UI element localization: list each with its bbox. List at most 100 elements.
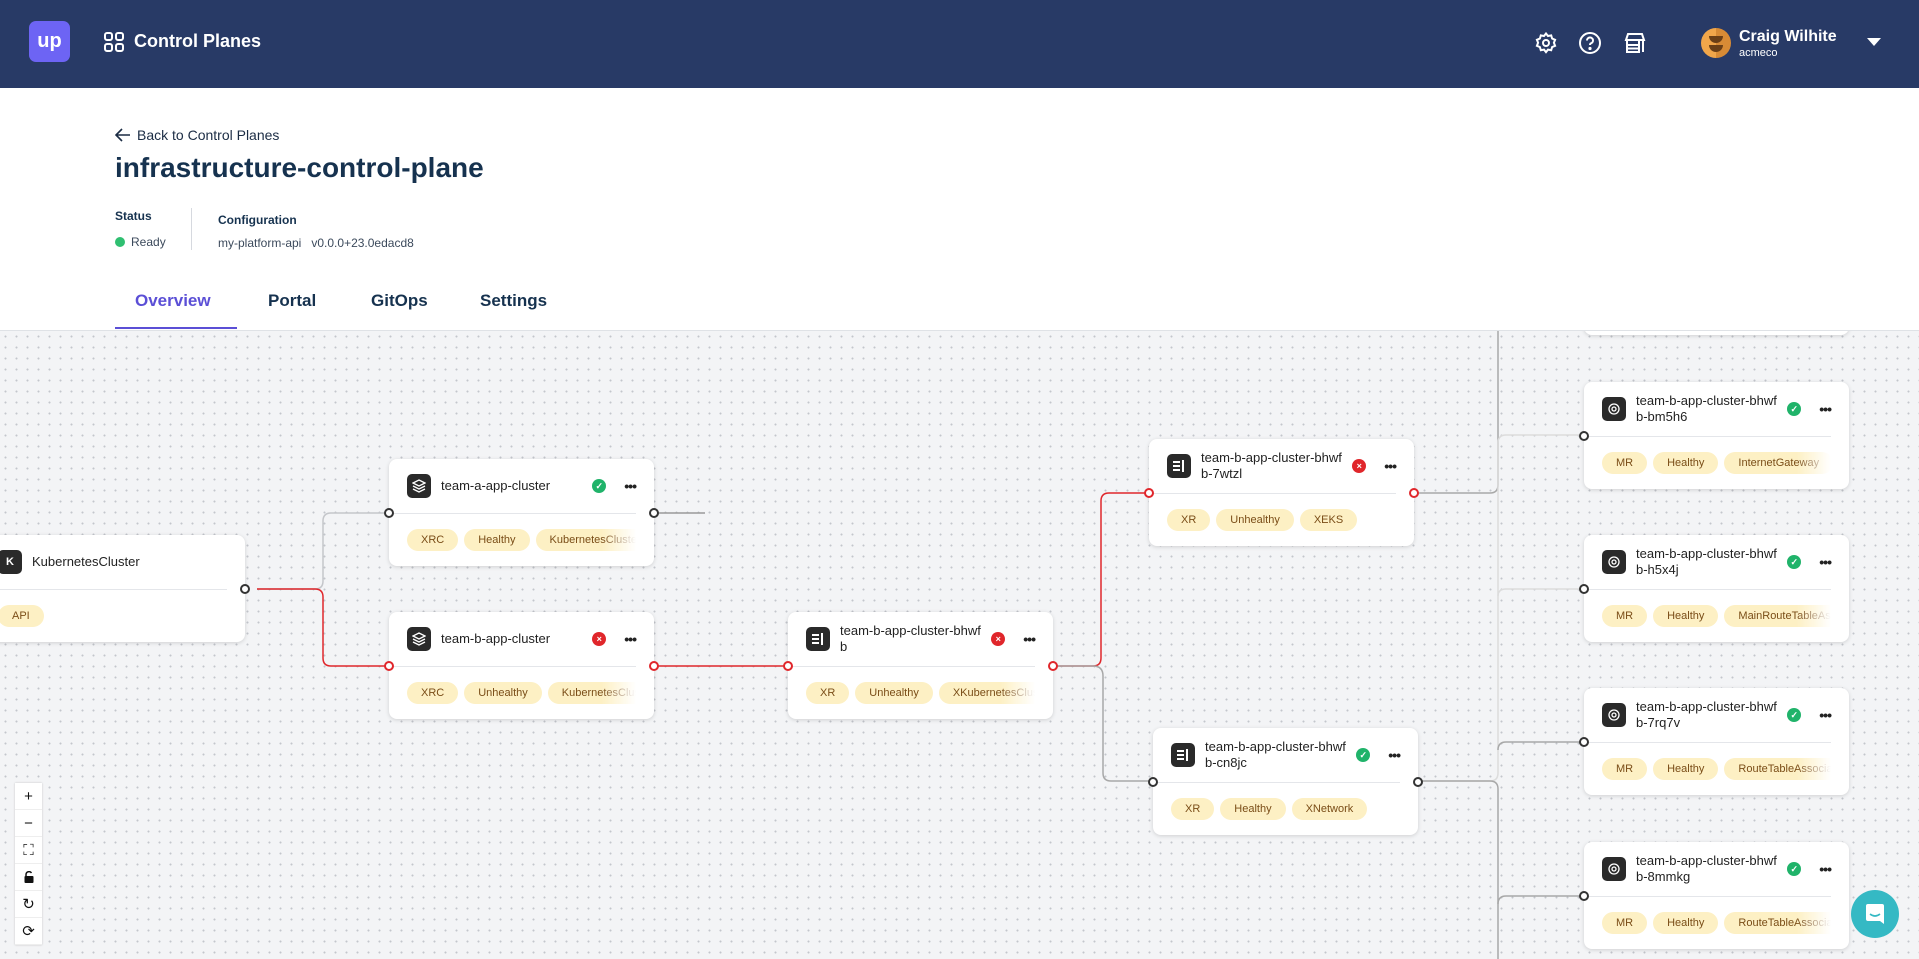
node-header: team-b-app-cluster-bhwfb-cn8jc✓••• xyxy=(1171,728,1401,782)
output-handle[interactable] xyxy=(240,584,250,594)
node-title: team-b-app-cluster-bhwfb-h5x4j xyxy=(1636,546,1777,577)
divider xyxy=(1584,896,1831,897)
config-name[interactable]: my-platform-api xyxy=(218,236,302,250)
gear-icon[interactable] xyxy=(1534,31,1558,55)
zoom-in-button[interactable]: + xyxy=(15,783,42,810)
edge xyxy=(1417,780,1499,959)
edges xyxy=(257,331,1584,959)
node-header: team-b-app-cluster-bhwfb-7wtzl×••• xyxy=(1167,439,1397,493)
tag: Unhealthy xyxy=(855,682,933,704)
tag: KubernetesCluster xyxy=(547,682,636,704)
layers-icon xyxy=(407,474,431,498)
tab-portal[interactable]: Portal xyxy=(268,291,317,310)
avatar[interactable] xyxy=(1701,28,1731,58)
control-planes-nav[interactable]: Control Planes xyxy=(104,31,261,52)
edge xyxy=(257,512,389,590)
tag: Unhealthy xyxy=(1216,509,1294,531)
node-title: team-b-app-cluster-bhwfb-cn8jc xyxy=(1205,739,1346,770)
node-tags: MRHealthyRouteTableAssociation xyxy=(1602,758,1831,780)
node-partial[interactable] xyxy=(1584,331,1849,335)
check-circle-icon: ✓ xyxy=(1787,708,1802,722)
tab-overview[interactable]: Overview xyxy=(135,291,211,310)
output-handle[interactable] xyxy=(1413,777,1423,787)
more-options-icon[interactable]: ••• xyxy=(1819,861,1832,877)
fit-view-button[interactable]: ⛶ xyxy=(15,837,42,864)
more-options-icon[interactable]: ••• xyxy=(1388,747,1401,763)
more-options-icon[interactable]: ••• xyxy=(624,478,637,494)
divider xyxy=(389,513,636,514)
tag: API xyxy=(0,605,44,627)
tag: Healthy xyxy=(1653,605,1719,627)
check-circle-icon: ✓ xyxy=(592,479,607,493)
upbound-logo[interactable]: up xyxy=(29,21,70,62)
zoom-out-button[interactable]: − xyxy=(15,810,42,837)
tab-gitops[interactable]: GitOps xyxy=(371,291,428,310)
node-tags: MRHealthyRouteTableAssociation xyxy=(1602,912,1831,934)
chat-button[interactable] xyxy=(1851,890,1899,938)
list-icon xyxy=(1171,743,1195,767)
more-options-icon[interactable]: ••• xyxy=(1384,458,1397,474)
error-circle-icon: × xyxy=(991,632,1006,646)
chevron-down-icon[interactable] xyxy=(1867,38,1881,46)
lock-button[interactable] xyxy=(15,864,42,891)
input-handle[interactable] xyxy=(1579,737,1589,747)
output-handle[interactable] xyxy=(1048,661,1058,671)
target-icon xyxy=(1602,550,1626,574)
output-handle[interactable] xyxy=(1409,488,1419,498)
tag: XEKS xyxy=(1299,509,1358,531)
input-handle[interactable] xyxy=(1579,891,1589,901)
target-icon xyxy=(1602,397,1626,421)
input-handle[interactable] xyxy=(1579,584,1589,594)
edge xyxy=(1414,331,1499,494)
user-name[interactable]: Craig Wilhite xyxy=(1739,28,1837,45)
more-options-icon[interactable]: ••• xyxy=(1819,554,1832,570)
app-title: Control Planes xyxy=(134,31,262,51)
marketplace-icon[interactable] xyxy=(1623,31,1647,55)
input-handle[interactable] xyxy=(783,661,793,671)
input-handle[interactable] xyxy=(1579,431,1589,441)
more-options-icon[interactable]: ••• xyxy=(624,631,637,647)
active-tab-indicator xyxy=(115,327,237,329)
back-link[interactable]: Back to Control Planes xyxy=(115,127,279,143)
grid-icon xyxy=(104,31,124,52)
divider xyxy=(1149,493,1396,494)
node-tags: API xyxy=(0,605,227,627)
more-options-icon[interactable]: ••• xyxy=(1819,707,1832,723)
node-header: team-b-app-cluster-bhwfb-h5x4j✓••• xyxy=(1602,535,1832,589)
divider xyxy=(1584,742,1831,743)
tab-settings[interactable]: Settings xyxy=(480,291,548,310)
input-handle[interactable] xyxy=(1144,488,1154,498)
more-options-icon[interactable]: ••• xyxy=(1819,401,1832,417)
output-handle[interactable] xyxy=(649,661,659,671)
config-version: v0.0.0+23.0edacd8 xyxy=(311,236,414,250)
node-title: team-b-app-cluster-bhwfb-7rq7v xyxy=(1636,699,1777,730)
input-handle[interactable] xyxy=(1148,777,1158,787)
node-tags: XRCUnhealthyKubernetesCluster xyxy=(407,682,636,704)
tag: XNetwork xyxy=(1291,798,1368,820)
rotate-button[interactable]: ↻ xyxy=(15,891,42,918)
zoom-controls: + − ⛶ ↻ ⟳ xyxy=(15,783,42,945)
help-icon[interactable] xyxy=(1578,31,1602,55)
input-handle[interactable] xyxy=(384,508,394,518)
output-handle[interactable] xyxy=(649,508,659,518)
refresh-button[interactable]: ⟳ xyxy=(15,918,42,945)
status-value: Ready xyxy=(115,235,166,249)
more-options-icon[interactable]: ••• xyxy=(1023,631,1036,647)
input-handle[interactable] xyxy=(384,661,394,671)
tag: XR xyxy=(1171,798,1215,820)
